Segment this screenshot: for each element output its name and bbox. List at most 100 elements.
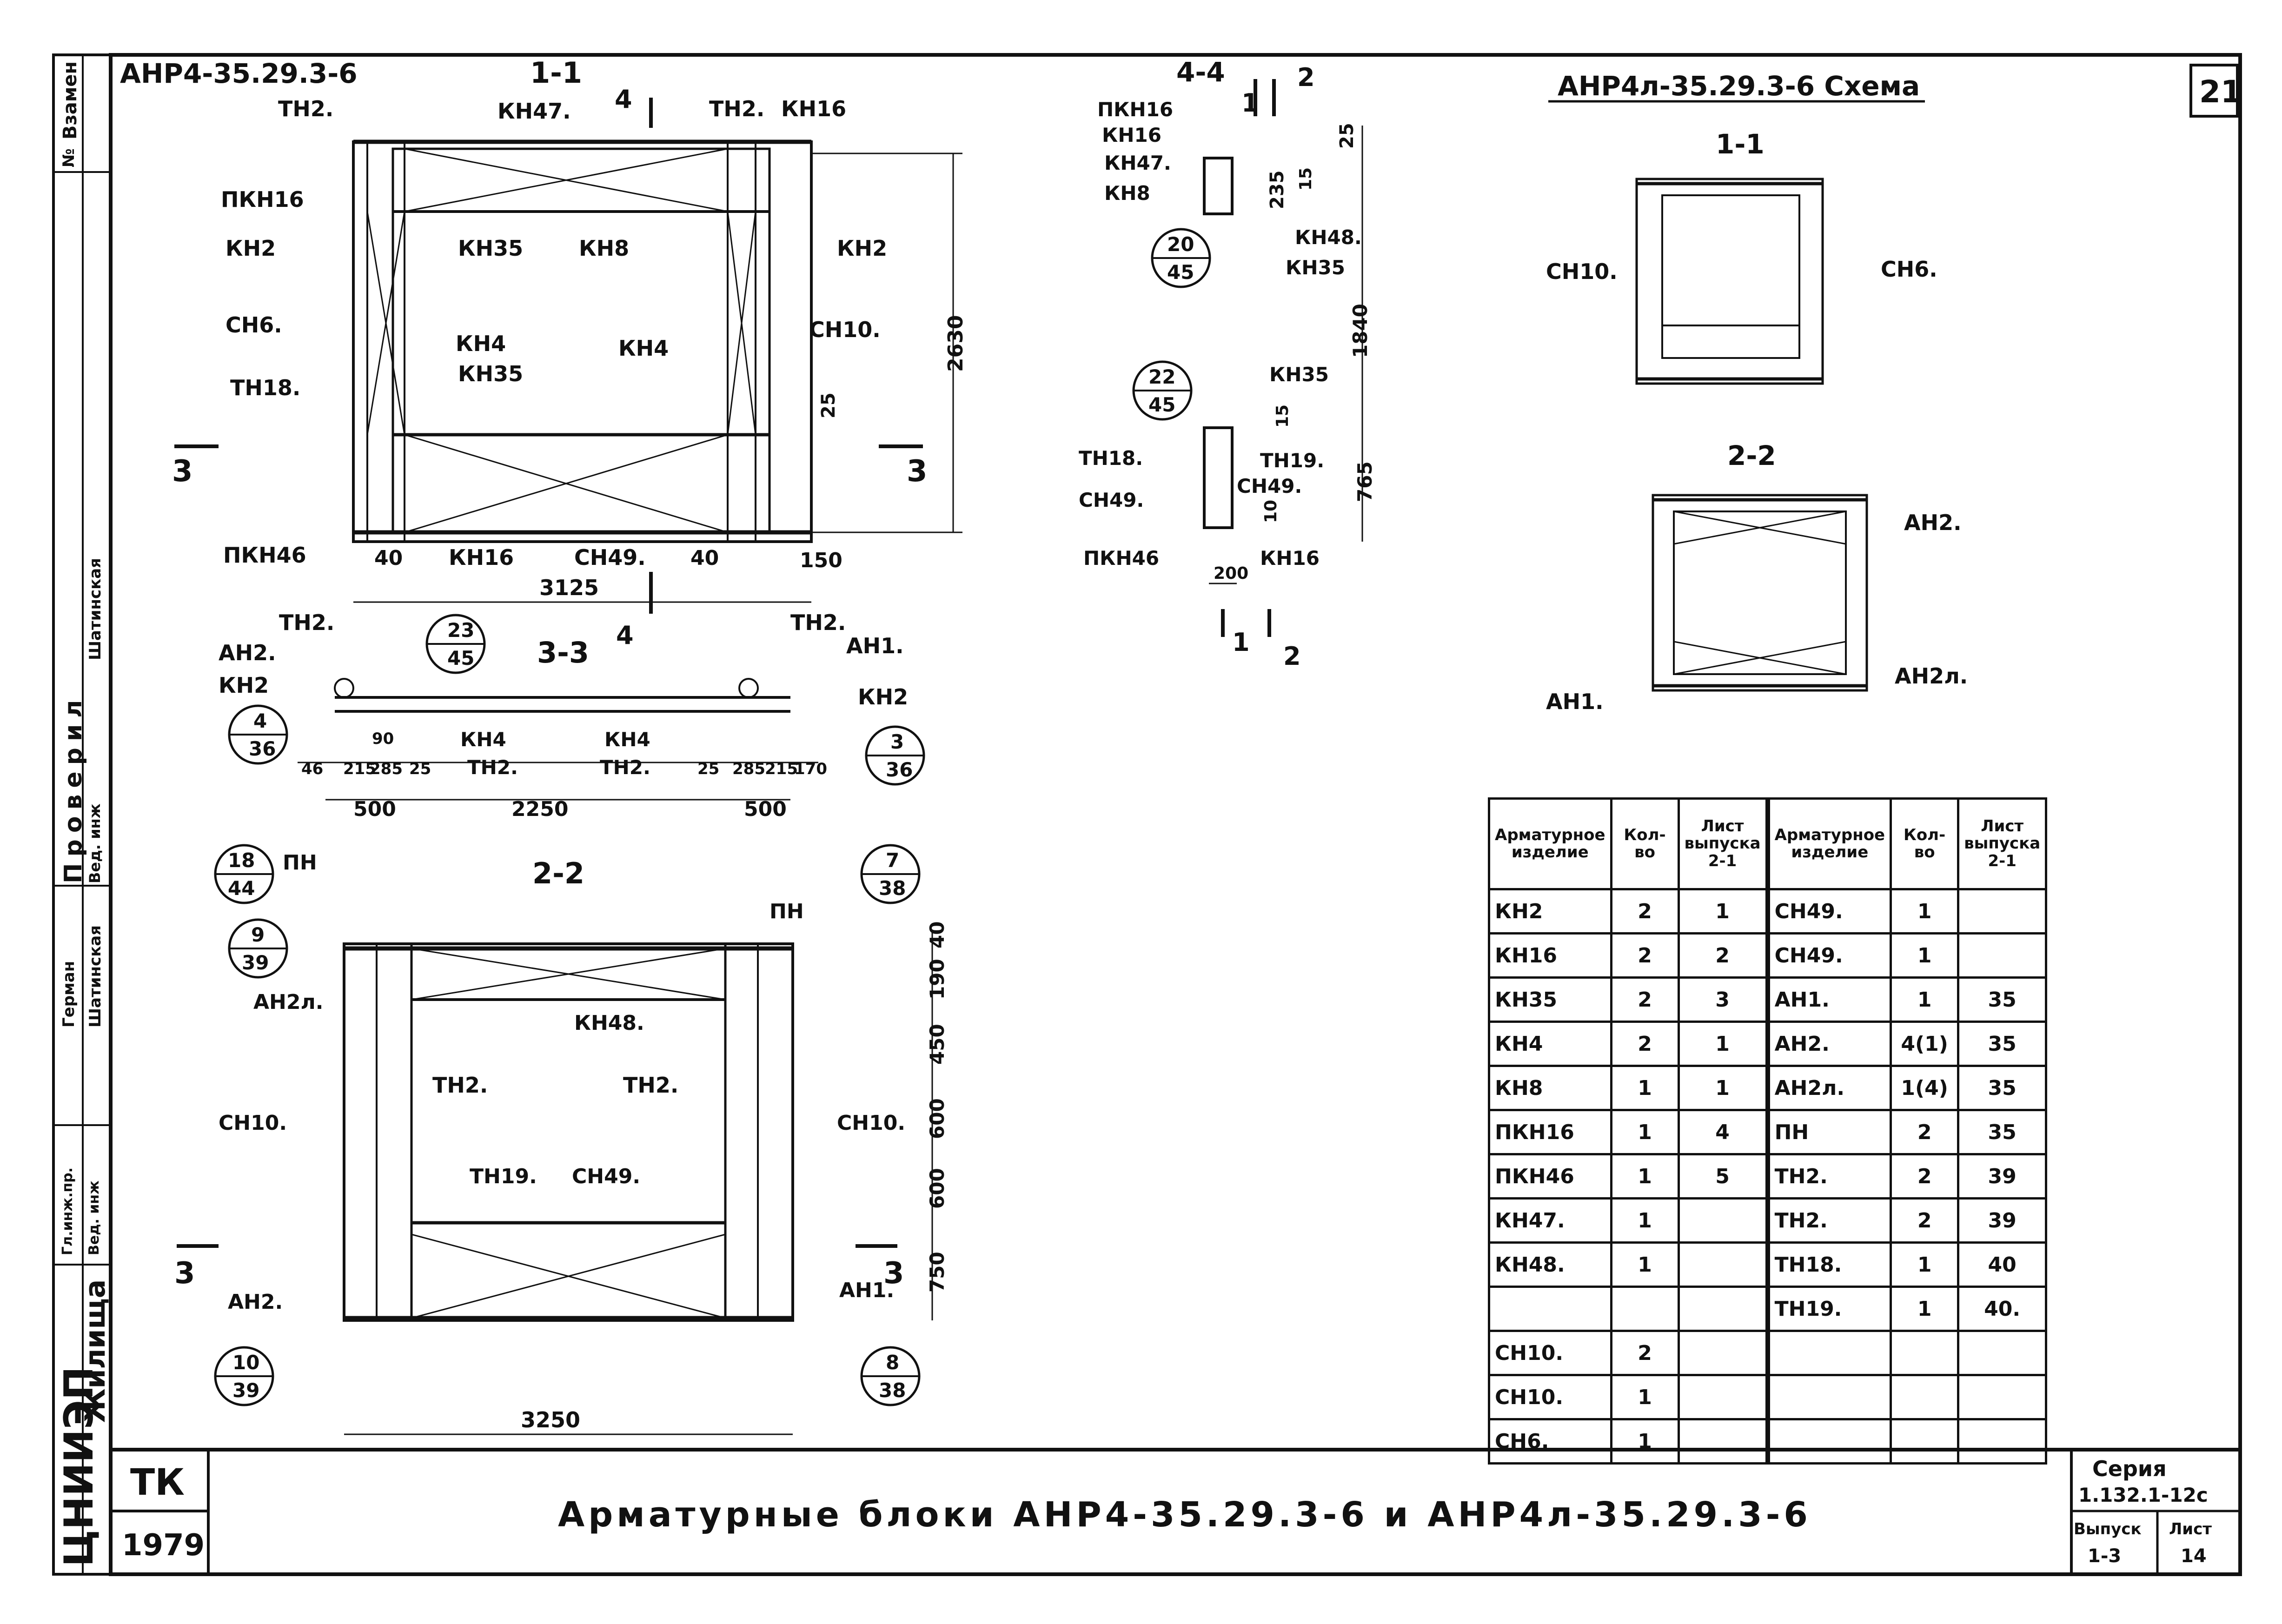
sidebar-german: Герман (60, 961, 78, 1027)
svg-text:СН49.: СН49. (1079, 489, 1144, 511)
svg-text:215: 215 (765, 760, 798, 778)
table-cell (1890, 1330, 1960, 1376)
svg-text:1-1: 1-1 (1716, 128, 1765, 160)
svg-text:190: 190 (926, 959, 949, 1000)
svg-text:3: 3 (883, 1256, 904, 1291)
sidebar-shatinskaya-2: Шатинская (86, 925, 105, 1027)
svg-text:18: 18 (228, 849, 255, 872)
table-cell: 35 (1957, 976, 2048, 1023)
table-cell: КН8 (1488, 1065, 1612, 1111)
svg-text:ТН2.: ТН2. (467, 756, 518, 779)
table-row: СН10.1 (1488, 1374, 2048, 1420)
table-cell: 2 (1890, 1197, 1960, 1244)
sidebar-cniiep: ЦНИИЭП (56, 1366, 102, 1567)
section-1-1-text: АНР4-35.29.3-6 1-1 ТН2. КН47. ТН2. КН16 … (120, 56, 968, 650)
svg-text:8: 8 (886, 1351, 899, 1374)
svg-text:10: 10 (232, 1351, 259, 1374)
drawing-title: Арматурные блоки АНР4-35.29.3-6 и АНР4л-… (558, 1495, 1811, 1535)
svg-text:40: 40 (374, 546, 403, 570)
table-cell: 40 (1957, 1241, 2048, 1288)
svg-text:КН2: КН2 (219, 673, 269, 698)
table-cell: 39 (1957, 1197, 2048, 1244)
section-2-2-text: 2-2 ПН ПН АН2л. КН48. ТН2. ТН2. СН10. СН… (174, 849, 949, 1432)
table-cell: 1 (1890, 1286, 1960, 1332)
table-cell (1957, 1374, 2048, 1420)
table-cell: 5 (1677, 1153, 1769, 1200)
table-cell (1765, 1418, 1892, 1465)
sidebar-gl-inzh: Гл.инж.пр. (60, 1167, 76, 1255)
table-cell: 4(1) (1890, 1021, 1960, 1067)
table-cell (1610, 1286, 1680, 1332)
svg-text:АН2.: АН2. (228, 1290, 283, 1314)
list-value: 14 (2181, 1545, 2207, 1567)
table-cell: ТН2. (1765, 1197, 1892, 1244)
table-cell: 1 (1890, 932, 1960, 979)
table-cell (1765, 1330, 1892, 1376)
svg-text:3: 3 (890, 730, 904, 753)
svg-text:36: 36 (249, 737, 276, 760)
svg-text:ТН2.: ТН2. (623, 1073, 678, 1098)
svg-text:25: 25 (818, 392, 839, 418)
svg-text:ПКН46: ПКН46 (1083, 547, 1159, 570)
sheet-number-box (2189, 64, 2239, 118)
table-cell: ПКН46 (1488, 1153, 1612, 1200)
table-cell: 1(4) (1890, 1065, 1960, 1111)
svg-text:39: 39 (242, 951, 269, 974)
svg-text:КН8: КН8 (579, 236, 629, 261)
svg-text:КН35: КН35 (458, 236, 523, 261)
table-cell (1957, 1418, 2048, 1465)
table-cell: 1 (1890, 888, 1960, 935)
table-cell (1488, 1286, 1612, 1332)
table-cell: СН49. (1765, 888, 1892, 935)
table-cell: 1 (1890, 1241, 1960, 1288)
table-cell: АН2. (1765, 1021, 1892, 1067)
header-qty: Кол-во (1610, 797, 1680, 890)
svg-text:КН4: КН4 (604, 728, 650, 751)
svg-text:ТН2.: ТН2. (278, 96, 333, 121)
svg-text:200: 200 (1214, 564, 1248, 583)
svg-text:4-4: 4-4 (1176, 56, 1225, 88)
org-code: ТК (130, 1462, 185, 1504)
table-cell: АН2л. (1765, 1065, 1892, 1111)
sheet-number: 21 (2199, 74, 2242, 110)
schema-text: АНР4л-35.29.3-6 Схема 1-1 2-2 СН10. СН6.… (1546, 70, 1968, 714)
table-cell: 35 (1957, 1109, 2048, 1155)
section-3-3-text: 3-3 ТН2. ТН2. АН2. АН1. КН2 КН2 КН4 КН4 … (219, 610, 913, 821)
svg-text:КН47.: КН47. (1104, 152, 1171, 174)
svg-text:285: 285 (732, 760, 765, 778)
schema-title: АНР4л-35.29.3-6 Схема (1558, 70, 1920, 102)
table-cell: 35 (1957, 1065, 2048, 1111)
table-cell: 2 (1890, 1153, 1960, 1200)
svg-text:2-2: 2-2 (1727, 440, 1776, 471)
svg-text:СН49.: СН49. (1237, 475, 1302, 497)
svg-text:150: 150 (800, 549, 842, 572)
specification-table: Арматурное изделие Кол-во Лист выпуска 2… (1488, 797, 2048, 1465)
table-cell: 1 (1610, 1065, 1680, 1111)
svg-text:КН2: КН2 (226, 236, 276, 261)
svg-text:КН2: КН2 (858, 684, 908, 709)
svg-text:235: 235 (1267, 171, 1288, 210)
svg-text:450: 450 (926, 1024, 949, 1065)
table-cell: КН16 (1488, 932, 1612, 979)
table-cell (1957, 932, 2048, 979)
svg-text:КН16: КН16 (449, 545, 514, 570)
sidebar-zamen: Взамен (60, 61, 81, 139)
svg-text:ТН18.: ТН18. (230, 375, 300, 400)
svg-text:КН35: КН35 (1286, 256, 1345, 279)
svg-text:22: 22 (1148, 365, 1175, 388)
svg-text:750: 750 (926, 1252, 949, 1293)
svg-text:КН35: КН35 (1269, 363, 1329, 386)
svg-text:КН16: КН16 (1260, 547, 1320, 570)
svg-text:СН10.: СН10. (219, 1111, 287, 1135)
svg-text:25: 25 (697, 760, 719, 778)
header-item: Арматурное изделие (1488, 797, 1612, 890)
svg-text:38: 38 (879, 1379, 906, 1402)
svg-text:2: 2 (1283, 642, 1301, 671)
issue-value: 1-3 (2088, 1545, 2121, 1567)
svg-text:АН2л.: АН2л. (253, 990, 323, 1014)
table-cell: АН1. (1765, 976, 1892, 1023)
